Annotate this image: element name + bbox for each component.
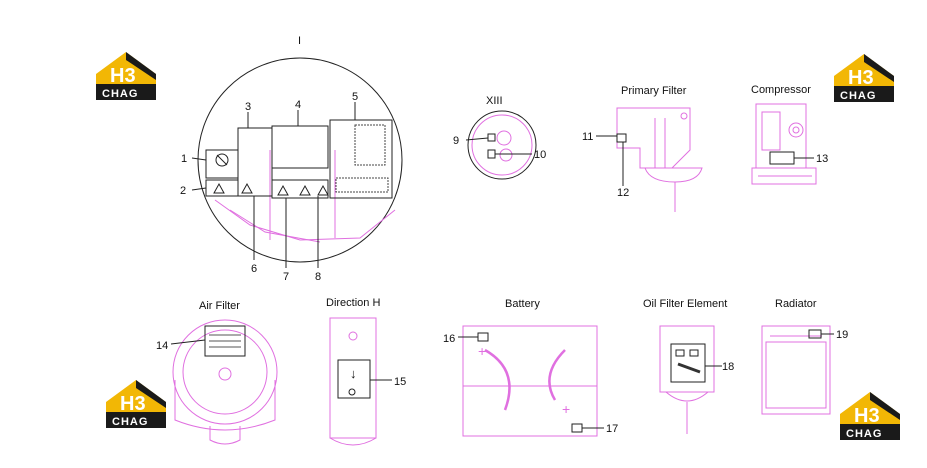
callout-19: 19: [836, 329, 848, 341]
logo-wordmark: CHAG: [112, 416, 148, 428]
detail-xiii-label: XIII: [486, 95, 503, 107]
label-17: [571, 423, 583, 433]
callout-14: 14: [156, 340, 168, 352]
callout-6: 6: [251, 263, 257, 275]
compressor-title: Compressor: [751, 84, 811, 96]
svg-text:+: +: [478, 343, 486, 359]
radiator: Radiator 19: [761, 298, 848, 415]
callout-8: 8: [315, 271, 321, 283]
logo-mark: H3: [110, 65, 136, 87]
callout-7: 7: [283, 271, 289, 283]
logo-wordmark: CHAG: [846, 428, 882, 440]
direction-h: Direction H ↓ 15: [326, 297, 406, 446]
callout-17: 17: [606, 423, 618, 435]
oil-filter-title: Oil Filter Element: [643, 298, 727, 310]
logo-bottom-left: H3 CHAG: [106, 380, 166, 428]
logo-wordmark: CHAG: [840, 90, 876, 102]
callout-5: 5: [352, 91, 358, 103]
label-19: [808, 329, 822, 339]
label-13: [769, 151, 795, 165]
callout-15: 15: [394, 376, 406, 388]
label-18: [670, 343, 706, 383]
callout-3: 3: [245, 101, 251, 113]
logo-top-left: H3 CHAG: [96, 52, 156, 100]
primary-filter: Primary Filter 11 12: [582, 85, 703, 212]
logo-bottom-right: H3 CHAG: [840, 392, 900, 440]
label-plate-7: [271, 179, 329, 199]
logo-mark: H3: [120, 393, 146, 415]
label-plate-4: [271, 125, 329, 169]
detail-i-label: I: [298, 35, 301, 47]
detail-xiii: XIII 9 10: [453, 95, 546, 180]
logo-wordmark: CHAG: [102, 88, 138, 100]
logo-mark: H3: [854, 405, 880, 427]
label-10: [487, 149, 496, 159]
callout-13: 13: [816, 153, 828, 165]
callout-16: 16: [443, 333, 455, 345]
direction-h-title: Direction H: [326, 297, 380, 309]
label-plate-2: [205, 179, 239, 197]
air-filter-title: Air Filter: [199, 300, 240, 312]
callout-11: 11: [582, 131, 593, 143]
battery: Battery + + 16 17: [443, 298, 618, 437]
callout-4: 4: [295, 99, 301, 111]
compressor: Compressor 13: [751, 84, 828, 185]
air-filter: Air Filter 14: [156, 300, 278, 445]
label-plate-5: [329, 119, 393, 199]
lock-icon: [348, 388, 356, 396]
callout-2: 2: [180, 185, 186, 197]
detail-i-circle: [197, 57, 403, 263]
label-11: [616, 133, 627, 143]
callout-1: 1: [181, 153, 187, 165]
oil-filter-element: Oil Filter Element 18: [643, 298, 734, 434]
logo-top-right: H3 CHAG: [834, 54, 894, 102]
radiator-title: Radiator: [775, 298, 817, 310]
primary-filter-title: Primary Filter: [621, 85, 687, 97]
detail-xiii-circle: [467, 110, 537, 180]
battery-title: Battery: [505, 298, 540, 310]
callout-12: 12: [617, 187, 629, 199]
logo-mark: H3: [848, 67, 874, 89]
callout-18: 18: [722, 361, 734, 373]
svg-text:+: +: [562, 401, 570, 417]
callout-10: 10: [534, 149, 546, 161]
label-plate-3: [237, 127, 273, 197]
label-15: [337, 359, 371, 399]
detail-i: I 1 2 3 4 5 6: [180, 35, 403, 283]
label-14: [204, 325, 246, 357]
label-9: [487, 133, 496, 142]
callout-9: 9: [453, 135, 459, 147]
arrow-down-icon: ↓: [350, 366, 357, 381]
label-16: [477, 332, 489, 342]
